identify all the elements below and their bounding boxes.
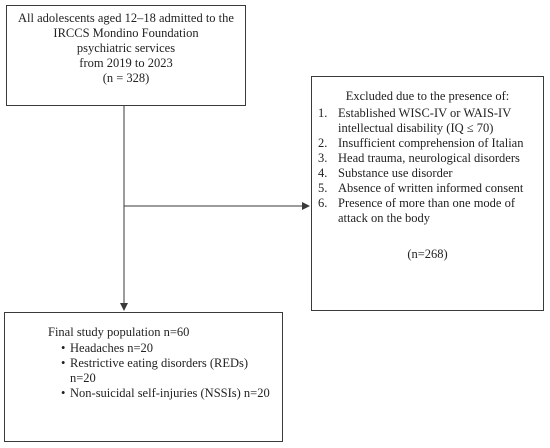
- final-population-box: Final study population n=60 • Headaches n…: [4, 312, 283, 442]
- exclusion-item-text: Presence of more than one mode of attack…: [338, 196, 516, 225]
- study-group-label: Non-suicidal self-injuries (NSSIs) n=20: [70, 386, 270, 400]
- excluded-box: Excluded due to the presence of: 1. Estab…: [311, 76, 544, 311]
- study-group-item: • Headaches n=20: [61, 341, 276, 356]
- eligible-line: IRCCS Mondino Foundation: [53, 26, 199, 40]
- bullet-icon: •: [61, 386, 66, 400]
- eligible-population-box: All adolescents aged 12–18 admitted to t…: [6, 5, 246, 106]
- study-groups-list: • Headaches n=20 • Restrictive eating diso…: [5, 341, 282, 401]
- exclusion-criteria-list: 1. Established WISC-IV or WAIS-IV intelle…: [312, 106, 543, 226]
- exclusion-item-number: 1.: [318, 106, 328, 120]
- eligible-line: psychiatric services: [76, 41, 176, 55]
- exclusion-item-number: 6.: [318, 196, 328, 210]
- exclusion-item-text: Substance use disorder: [338, 166, 453, 180]
- exclusion-item-number: 2.: [318, 136, 328, 150]
- bullet-icon: •: [61, 341, 66, 355]
- eligible-line: from 2019 to 2023: [79, 56, 173, 70]
- exclusion-item-number: 5.: [318, 181, 328, 195]
- exclusion-item-number: 3.: [318, 151, 328, 165]
- study-group-item: • Non-suicidal self-injuries (NSSIs) n=20: [61, 386, 276, 401]
- exclusion-item-text: Insufficient comprehension of Italian: [338, 136, 524, 150]
- exclusion-item: 6. Presence of more than one mode of atta…: [318, 196, 539, 226]
- study-group-label: Restrictive eating disorders (REDs) n=20: [70, 356, 249, 385]
- eligible-population-text: All adolescents aged 12–18 admitted to t…: [7, 6, 245, 86]
- exclusion-item: 2. Insufficient comprehension of Italian: [318, 136, 539, 151]
- exclusion-item: 5. Absence of written informed consent: [318, 181, 539, 196]
- final-population-title: Final study population n=60: [48, 325, 190, 339]
- study-group-label: Headaches n=20: [70, 341, 154, 355]
- study-group-item: • Restrictive eating disorders (REDs) n=2…: [61, 356, 276, 386]
- eligible-line: All adolescents aged 12–18 admitted to t…: [18, 11, 234, 25]
- exclusion-item: 3. Head trauma, neurological disorders: [318, 151, 539, 166]
- bullet-icon: •: [61, 356, 66, 370]
- exclusion-item-number: 4.: [318, 166, 328, 180]
- exclusion-item-text: Established WISC-IV or WAIS-IV intellect…: [338, 106, 512, 135]
- excluded-count: (n=268): [407, 247, 448, 261]
- eligible-count: (n = 328): [102, 71, 150, 85]
- exclusion-item-text: Absence of written informed consent: [338, 181, 524, 195]
- excluded-title: Excluded due to the presence of:: [345, 89, 510, 103]
- exclusion-item: 1. Established WISC-IV or WAIS-IV intelle…: [318, 106, 539, 136]
- exclusion-item: 4. Substance use disorder: [318, 166, 539, 181]
- exclusion-item-text: Head trauma, neurological disorders: [338, 151, 520, 165]
